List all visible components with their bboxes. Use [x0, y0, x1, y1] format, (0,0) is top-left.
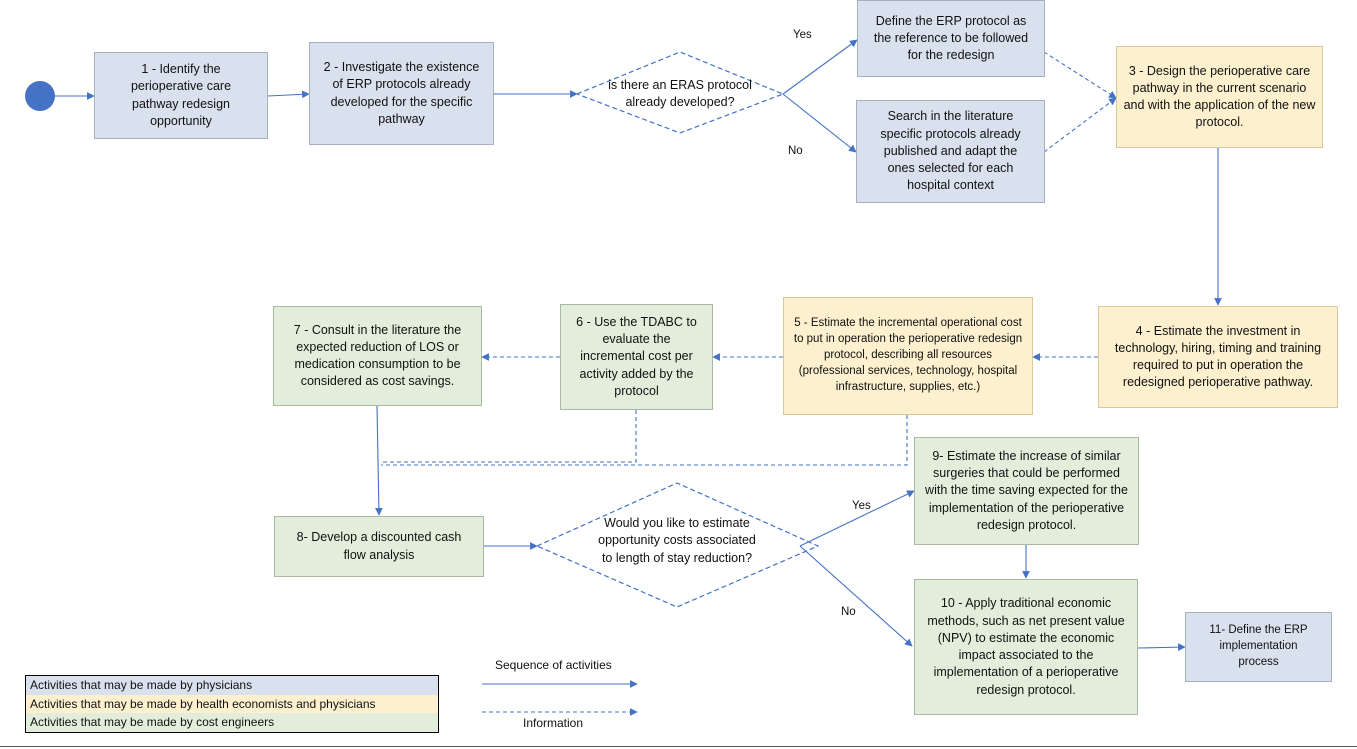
arrow-7-to-8 [375, 405, 383, 516]
decision-opportunity-label: Would you like to estimate opportunity c… [598, 516, 756, 565]
decision-diamond-opportunity [535, 482, 820, 608]
edge-label-no-opportunity: No [841, 606, 856, 618]
arrow-10-to-11 [1137, 643, 1186, 651]
info-define-to-3 [1043, 51, 1117, 99]
legend: Activities that may be made by physician… [25, 675, 439, 733]
info-6-to-8-line [381, 410, 637, 463]
info-search-to-3 [1043, 97, 1117, 153]
step-3-design-pathway: 3 - Design the perioperative care pathwa… [1116, 46, 1323, 148]
legend-sequence-label: Sequence of activities [495, 658, 612, 672]
search-literature-protocols: Search in the literature specific protoc… [856, 100, 1045, 203]
legend-physicians: Activities that may be made by physician… [26, 676, 438, 695]
step-2-investigate-protocols: 2 - Investigate the existence of ERP pro… [309, 42, 494, 145]
step-4-estimate-investment: 4 - Estimate the investment in technolog… [1098, 306, 1338, 408]
bottom-rule [0, 746, 1357, 747]
legend-health-economists: Activities that may be made by health ec… [26, 694, 438, 714]
decision-eras-label: is there an ERAS protocol already develo… [608, 77, 752, 109]
arrow-yes-to-9 [799, 490, 915, 547]
legend-information-label: Information [523, 716, 584, 730]
legend-cost-engineers: Activities that may be made by cost engi… [26, 713, 438, 733]
arrow-yes-to-define [782, 39, 858, 95]
arrow-no-to-search [782, 93, 857, 153]
decision-diamond-eras [575, 51, 785, 134]
step-10-apply-economic-methods: 10 - Apply traditional economic methods,… [914, 579, 1138, 715]
step-9-estimate-surgeries: 9- Estimate the increase of similar surg… [914, 437, 1139, 545]
arrow-1-to-2 [267, 90, 310, 99]
start-node [25, 81, 55, 111]
step-5-estimate-operational-cost: 5 - Estimate the incremental operational… [783, 297, 1033, 415]
step-7-consult-literature: 7 - Consult in the literature the expect… [273, 306, 482, 406]
arrow-no-to-10 [799, 545, 913, 647]
step-8-discounted-cash-flow: 8- Develop a discounted cash flow analys… [274, 516, 484, 577]
edge-label-no-eras: No [788, 145, 803, 157]
step-6-use-tdabc: 6 - Use the TDABC to evaluate the increm… [560, 304, 713, 410]
edge-label-yes-opportunity: Yes [852, 500, 871, 512]
step-11-define-implementation: 11- Define the ERP implementation proces… [1185, 612, 1332, 682]
define-erp-reference: Define the ERP protocol as the reference… [857, 0, 1045, 77]
edge-label-yes-eras: Yes [793, 29, 812, 41]
info-5-to-8-line [381, 415, 908, 466]
step-1-identify-opportunity: 1 - Identify the perioperative care path… [94, 52, 268, 139]
